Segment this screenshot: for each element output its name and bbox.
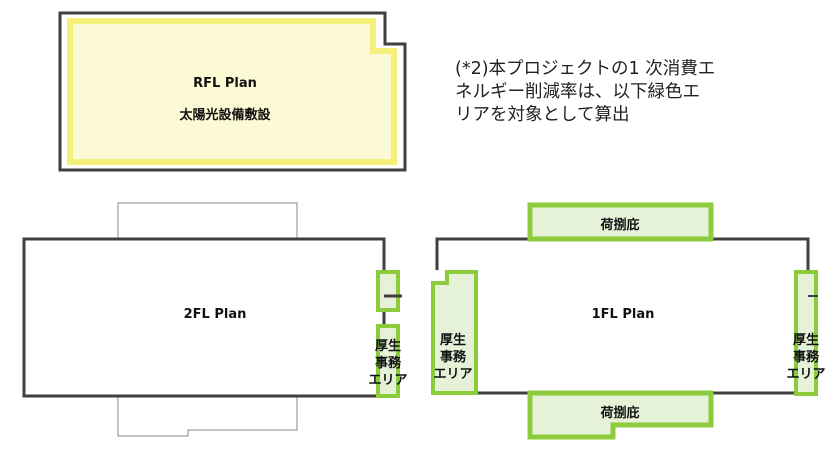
welfare-line: エリア xyxy=(368,373,408,388)
fl1-right-welfare-label: 厚生 事務 エリア xyxy=(778,332,834,383)
rfl-plan-label: RFL Plan xyxy=(193,76,257,91)
welfare-line: 厚生 xyxy=(374,339,401,354)
fl2-plan-label: 2FL Plan xyxy=(183,307,247,322)
fl2-building-outline xyxy=(22,237,386,398)
reduction-note: (*2)本プロジェクトの1 次消費エ ネルギー削減率は、以下緑色エ リアを対象と… xyxy=(455,58,785,127)
note-line: (*2)本プロジェクトの1 次消費エ xyxy=(455,59,716,79)
fl1-top-loading-label: 荷捌庇 xyxy=(600,218,640,233)
welfare-line: 厚生 xyxy=(792,333,819,348)
fl2-welfare-area xyxy=(376,324,400,398)
fl2-lower-annex xyxy=(117,396,298,437)
welfare-line: 事務 xyxy=(374,356,401,371)
fl2-welfare-upper-block xyxy=(376,270,400,312)
fl1-left-welfare-label: 厚生 事務 エリア xyxy=(425,332,481,383)
welfare-line: エリア xyxy=(786,367,826,382)
solar-equipment-label: 太陽光設備敷設 xyxy=(179,108,271,123)
fl1-right-welfare-area xyxy=(794,270,818,396)
solar-area xyxy=(67,18,397,165)
note-line: リアを対象として算出 xyxy=(455,105,630,125)
welfare-line: 厚生 xyxy=(439,333,466,348)
fl1-plan-label: 1FL Plan xyxy=(591,307,655,322)
fl2-welfare-label: 厚生 事務 エリア xyxy=(360,338,416,389)
fl1-bottom-loading-label: 荷捌庇 xyxy=(600,406,640,421)
welfare-line: エリア xyxy=(433,367,473,382)
welfare-line: 事務 xyxy=(439,350,466,365)
welfare-line: 事務 xyxy=(792,350,819,365)
fl1-left-welfare-area xyxy=(431,270,478,395)
fl2-upper-annex xyxy=(117,202,298,239)
fl1-bottom-loading-canopy xyxy=(527,390,714,440)
note-line: ネルギー削減率は、以下緑色エ xyxy=(455,82,700,102)
fl1-top-loading-canopy xyxy=(527,202,714,242)
